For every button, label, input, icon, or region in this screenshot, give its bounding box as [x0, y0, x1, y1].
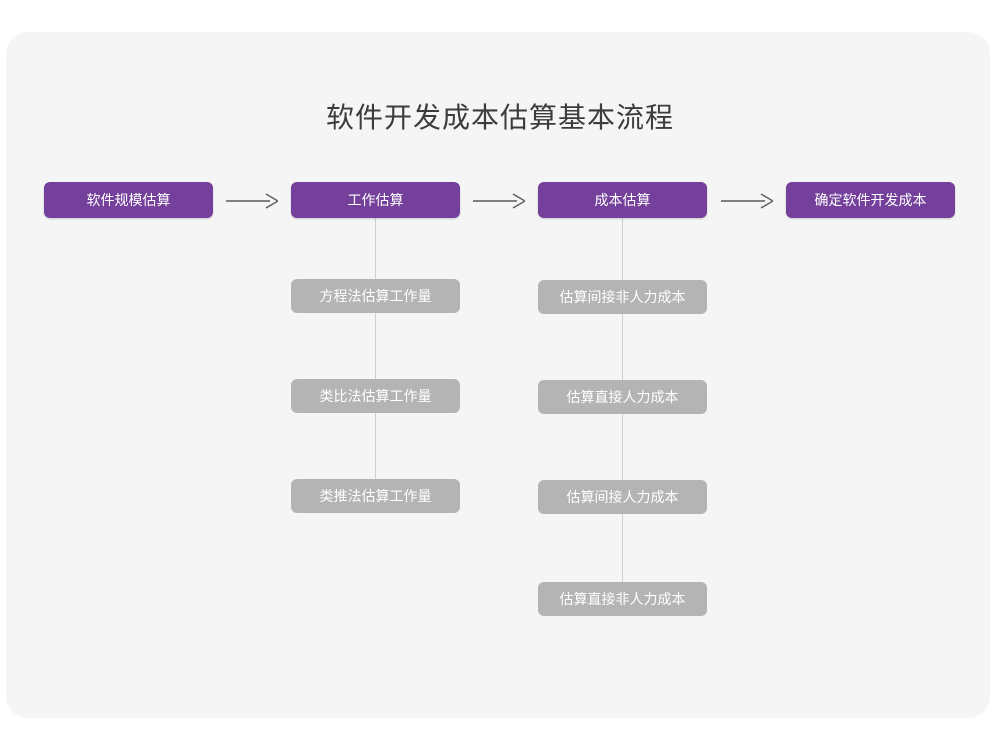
flow-arrow-right-icon [226, 191, 278, 211]
flow-node-cost-2[interactable]: 估算直接人力成本 [538, 380, 707, 414]
flow-node-cost-4[interactable]: 估算直接非人力成本 [538, 582, 707, 616]
flow-node-step-4[interactable]: 确定软件开发成本 [786, 182, 955, 218]
flow-node-work-2[interactable]: 类比法估算工作量 [291, 379, 460, 413]
flow-node-step-2[interactable]: 工作估算 [291, 182, 460, 218]
flow-node-cost-3[interactable]: 估算间接人力成本 [538, 480, 707, 514]
flow-node-work-3[interactable]: 类推法估算工作量 [291, 479, 460, 513]
page-title: 软件开发成本估算基本流程 [325, 101, 674, 134]
diagram-card [6, 32, 990, 718]
flow-arrow-right-icon [473, 191, 525, 211]
flow-node-step-1[interactable]: 软件规模估算 [44, 182, 213, 218]
flow-node-cost-1[interactable]: 估算间接非人力成本 [538, 280, 707, 314]
connector-line-branch-work-estimation [375, 218, 376, 497]
flow-node-work-1[interactable]: 方程法估算工作量 [291, 279, 460, 313]
flow-arrow-right-icon [721, 191, 773, 211]
flow-node-step-3[interactable]: 成本估算 [538, 182, 707, 218]
